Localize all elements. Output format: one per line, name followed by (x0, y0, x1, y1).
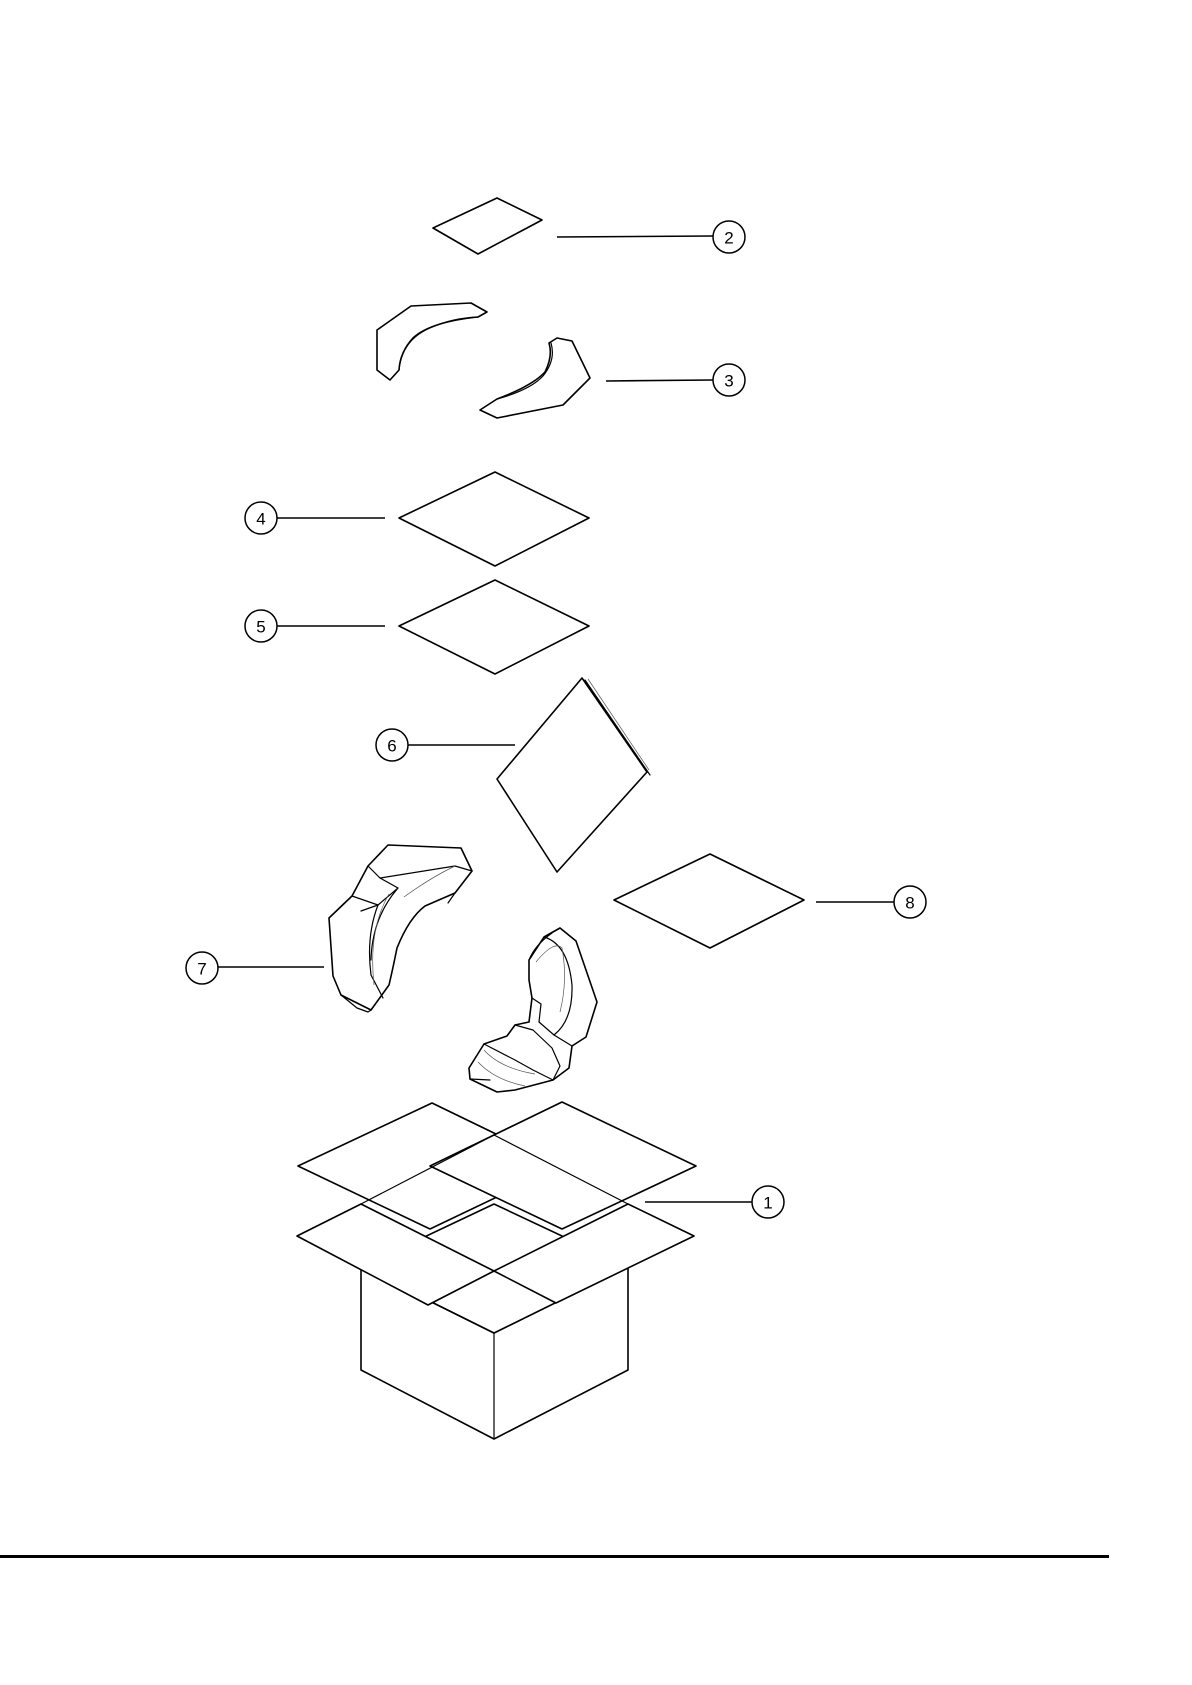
upper-corner-blocks (377, 303, 590, 418)
top-pad (433, 198, 542, 254)
exploded-packing-diagram: 2 3 4 5 6 7 8 1 (0, 0, 1109, 1568)
callout-8: 8 (894, 886, 926, 918)
end-cushions (329, 845, 597, 1092)
end-cushion-right (469, 928, 597, 1092)
callout-2: 2 (713, 221, 745, 253)
callout-3: 3 (713, 364, 745, 396)
pad-6 (497, 678, 650, 872)
svg-text:3: 3 (724, 372, 733, 391)
pad-5 (399, 580, 589, 674)
callout-4: 4 (245, 502, 277, 534)
bottom-rule (0, 1555, 1109, 1558)
svg-text:7: 7 (197, 960, 206, 979)
callout-7: 7 (186, 952, 218, 984)
shipping-box (297, 1102, 696, 1439)
svg-text:1: 1 (763, 1194, 772, 1213)
svg-text:4: 4 (256, 510, 265, 529)
pad-4 (399, 472, 589, 566)
upper-corner-block-left (377, 303, 487, 380)
end-cushion-left (329, 845, 472, 1012)
upper-corner-block-right (480, 338, 590, 418)
svg-text:2: 2 (724, 229, 733, 248)
svg-text:8: 8 (905, 894, 914, 913)
callout-6: 6 (376, 729, 408, 761)
svg-text:6: 6 (387, 737, 396, 756)
svg-text:5: 5 (256, 618, 265, 637)
callout-5: 5 (245, 610, 277, 642)
pad-8 (614, 854, 804, 948)
callout-1: 1 (752, 1186, 784, 1218)
